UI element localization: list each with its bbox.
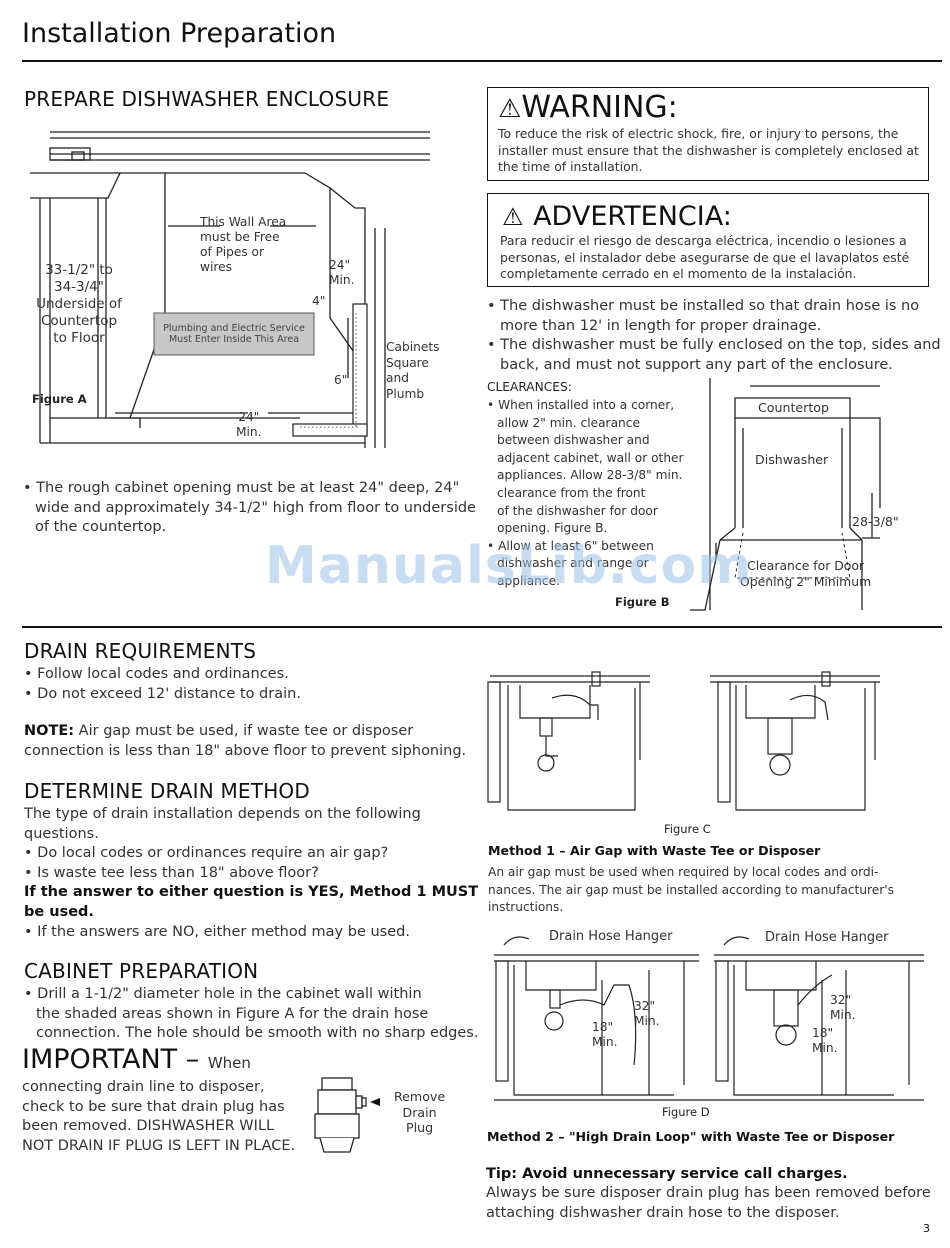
rough-opening-text: • The rough cabinet opening must be at l… xyxy=(23,480,476,536)
method-heading: DETERMINE DRAIN METHOD xyxy=(24,779,310,803)
important-text: connecting drain line to disposer, check… xyxy=(22,1079,296,1154)
d1-32-label: 32" Min. xyxy=(634,999,660,1028)
drain-heading: DRAIN REQUIREMENTS xyxy=(24,639,257,663)
tip-text: Always be sure disposer drain plug has b… xyxy=(486,1185,931,1221)
hose-hanger-label-1: Drain Hose Hanger xyxy=(549,929,673,944)
important-heading: IMPORTANT – When xyxy=(22,1044,251,1075)
section-rule xyxy=(22,626,942,628)
warning-triangle-icon: ⚠ xyxy=(502,203,524,231)
clearances-heading: CLEARANCES: xyxy=(487,380,572,394)
figure-d-caption: Figure D xyxy=(662,1105,710,1119)
remove-drain-plug-label: Remove Drain Plug xyxy=(394,1089,446,1135)
warning-triangle-icon: ⚠ xyxy=(498,94,522,124)
d2-18-label: 18" Min. xyxy=(812,1026,838,1055)
figure-a-caption: Figure A xyxy=(32,392,87,406)
figure-c-caption: Figure C xyxy=(664,822,711,836)
wall-area-label: This Wall Area must be Free of Pipes or … xyxy=(200,215,287,274)
page-number: 3 xyxy=(923,1222,930,1235)
method-text: The type of drain installation depends o… xyxy=(24,806,479,940)
shaded-area-label: Plumbing and Electric Service Must Enter… xyxy=(163,323,305,345)
advertencia-box: ⚠ ADVERTENCIA: Para reducir el riesgo de… xyxy=(487,193,929,287)
disposer-icon xyxy=(314,1077,380,1153)
cabinets-label: Cabinets Square and Plumb xyxy=(386,340,440,401)
method-2-title: Method 2 – "High Drain Loop" with Waste … xyxy=(487,1129,895,1144)
advertencia-text: Para reducir el riesgo de descarga eléct… xyxy=(500,233,910,282)
drain-bullets: • Follow local codes and ordinances. • D… xyxy=(24,666,301,702)
four-inch-label: 4" xyxy=(312,294,326,308)
cabinet-heading: CABINET PREPARATION xyxy=(24,959,259,983)
figure-c-diagram xyxy=(487,671,880,811)
drain-note: NOTE: Air gap must be used, if waste tee… xyxy=(24,723,467,759)
height-label: 33-1/2" to 34-3/4" Underside of Countert… xyxy=(36,262,122,346)
warning-text: To reduce the risk of electric shock, fi… xyxy=(498,126,919,175)
figure-b-caption: Figure B xyxy=(615,595,670,609)
figure-a-diagram xyxy=(30,131,430,448)
warning-title: ⚠WARNING: xyxy=(498,90,678,125)
clearance-dimension-label: 28-3/8" xyxy=(852,514,899,529)
enclosure-bullets: • The dishwasher must be installed so th… xyxy=(487,298,941,373)
warning-box: ⚠WARNING: To reduce the risk of electric… xyxy=(487,87,929,181)
enclosure-heading: PREPARE DISHWASHER ENCLOSURE xyxy=(24,87,390,111)
depth-label: 24" Min. xyxy=(329,258,355,287)
d2-32-label: 32" Min. xyxy=(830,993,856,1022)
advertencia-title: ⚠ ADVERTENCIA: xyxy=(502,201,732,232)
watermark: ManualsLib.com xyxy=(265,536,753,596)
d1-18-label: 18" Min. xyxy=(592,1020,618,1049)
door-clearance-label: Clearance for Door Opening 2" Minimum xyxy=(740,558,872,589)
page-title: Installation Preparation xyxy=(22,18,337,49)
tip-title: Tip: Avoid unnecessary service call char… xyxy=(486,1166,848,1182)
width-label: 24" Min. xyxy=(236,410,262,439)
dishwasher-label: Dishwasher xyxy=(755,452,829,467)
six-inch-label: 6" xyxy=(334,373,348,387)
title-rule xyxy=(22,60,942,62)
figure-d-diagram xyxy=(494,936,924,1101)
hose-hanger-label-2: Drain Hose Hanger xyxy=(765,930,889,945)
countertop-label: Countertop xyxy=(758,400,829,415)
method-1-text: An air gap must be used when required by… xyxy=(488,865,894,915)
clearances-text: • When installed into a corner, allow 2"… xyxy=(487,398,684,588)
figure-b-diagram xyxy=(690,378,881,611)
cabinet-text: • Drill a 1-1/2" diameter hole in the ca… xyxy=(24,986,479,1042)
method-1-title: Method 1 – Air Gap with Waste Tee or Dis… xyxy=(488,843,821,858)
